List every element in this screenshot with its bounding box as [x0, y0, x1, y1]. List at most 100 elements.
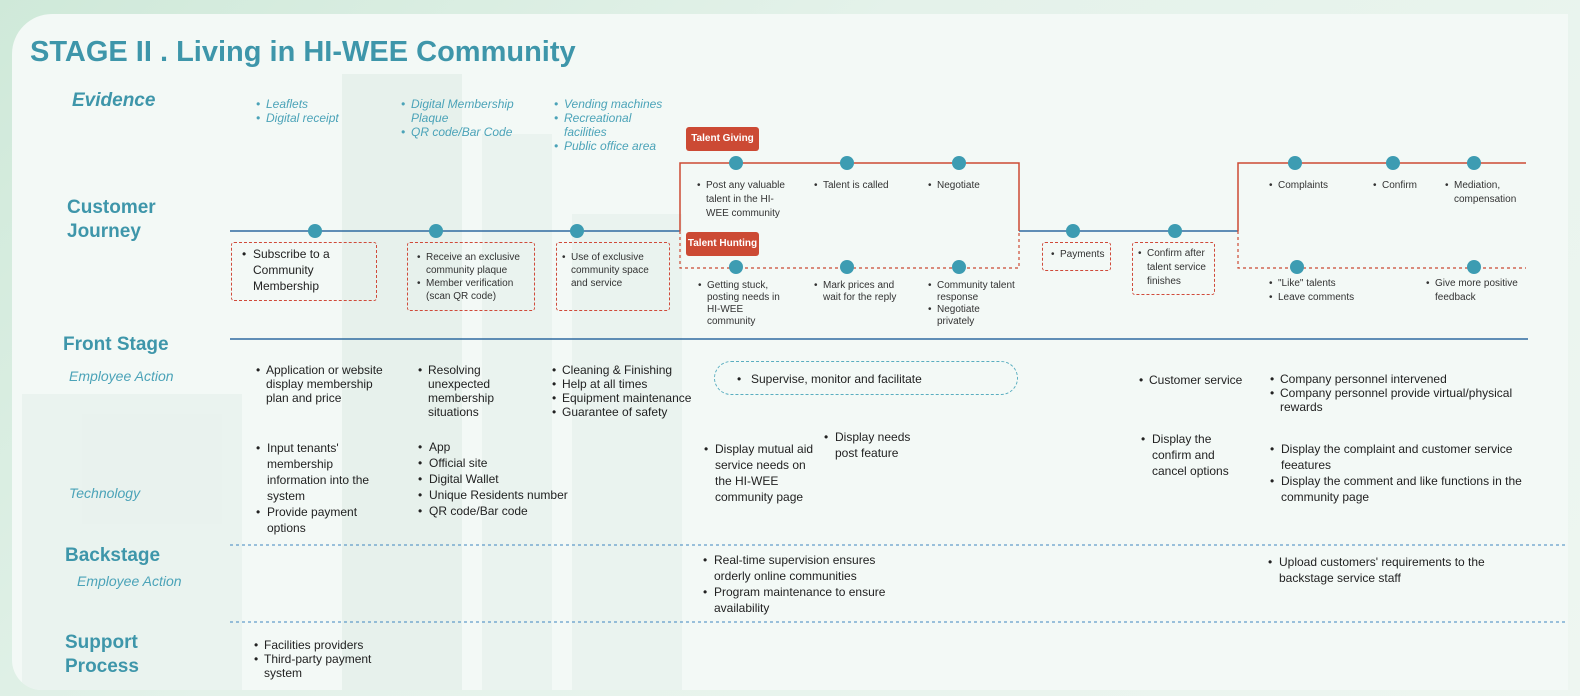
tech-col5: Display the confirm and cancel options [1141, 431, 1241, 479]
journey-step: Getting stuck, posting needs in HI-WEE c… [698, 280, 794, 328]
journey-dot [1386, 156, 1400, 170]
supervise-box: • Supervise, monitor and facilitate [714, 361, 1018, 395]
giving-step-1: Post any valuable talent in the HI-WEE c… [697, 179, 793, 221]
front-action-item: Cleaning & Finishing [552, 363, 702, 377]
like-step: "Like" talents Leave comments [1269, 277, 1379, 305]
backstage-item: Program maintenance to ensure availabili… [703, 584, 903, 616]
tech-col6: Display the complaint and customer servi… [1270, 441, 1530, 505]
journey-box [407, 242, 535, 311]
tech-item: Display the complaint and customer servi… [1270, 441, 1530, 473]
tech-item: Display mutual aid service needs on the … [704, 441, 814, 505]
journey-dot [729, 156, 743, 170]
journey-dot [1288, 156, 1302, 170]
journey-dot [1467, 156, 1481, 170]
tech-item: Digital Wallet [418, 471, 588, 487]
journey-dot [1467, 260, 1481, 274]
support-item: Third-party payment system [254, 652, 394, 680]
row-label-backstage: Backstage [65, 545, 161, 566]
journey-dot [570, 224, 584, 238]
feedback-path [1237, 231, 1526, 269]
evidence-col3: Vending machines Recreational facilities… [554, 97, 674, 153]
front-action-item: Company personnel provide virtual/physic… [1270, 386, 1540, 414]
complaints-step: Complaints [1269, 179, 1359, 192]
journey-step: Use of exclusive community space and ser… [562, 251, 666, 290]
journey-step: Confirm after talent service finishes [1138, 247, 1212, 289]
journey-dot [729, 260, 743, 274]
front-action-col2: Resolving unexpected membership situatio… [418, 363, 518, 419]
row-label-customer-journey: Customer Journey [67, 197, 156, 242]
journey-step: Negotiate privately [928, 304, 1018, 328]
tech-item: Display needs post feature [824, 429, 914, 461]
front-action-item: Help at all times [552, 377, 702, 391]
journey-dot [952, 156, 966, 170]
journey-box [556, 242, 670, 311]
front-action-col3: Cleaning & Finishing Help at all times E… [552, 363, 702, 419]
backstage-item: Real-time supervision ensures orderly on… [703, 552, 903, 584]
journey-subscribe: Subscribe to a Community Membership [242, 246, 372, 294]
journey-dot [840, 156, 854, 170]
evidence-item: QR code/Bar Code [401, 125, 529, 139]
journey-step: "Like" talents [1269, 277, 1379, 291]
tech-item: App [418, 439, 588, 455]
journey-step: Give more positive feedback [1426, 277, 1526, 305]
journey-step: Mark prices and wait for the reply [814, 280, 904, 304]
front-action-item: Company personnel intervened [1270, 372, 1540, 386]
journey-receive: Receive an exclusive community plaque Me… [417, 251, 531, 303]
support-col1: Facilities providers Third-party payment… [254, 638, 394, 680]
giving-step-3: Negotiate [928, 179, 1018, 192]
journey-step: Confirm [1373, 179, 1433, 192]
journey-dot [429, 224, 443, 238]
journey-step: Complaints [1269, 179, 1359, 192]
mediation-step: Mediation, compensation [1445, 179, 1535, 207]
front-action-col1: Application or website display membershi… [256, 363, 386, 405]
journey-step: Post any valuable talent in the HI-WEE c… [697, 179, 793, 221]
journey-step: Talent is called [814, 179, 924, 192]
journey-payments: Payments [1051, 248, 1111, 261]
talent-giving-tag: Talent Giving [686, 127, 759, 151]
evidence-item: Digital receipt [256, 111, 376, 125]
journey-step: Payments [1051, 248, 1111, 261]
front-action-item: Customer service [1139, 373, 1259, 387]
evidence-item: Recreational facilities [554, 111, 674, 139]
backstage-item: Upload customers' requirements to the ba… [1268, 554, 1488, 586]
journey-dot [840, 260, 854, 274]
hunting-step-2: Mark prices and wait for the reply [814, 280, 904, 304]
tech-col2: App Official site Digital Wallet Unique … [418, 439, 588, 519]
journey-dot [952, 260, 966, 274]
backstage-col2: Upload customers' requirements to the ba… [1268, 554, 1488, 586]
page-title: STAGE II . Living in HI-WEE Community [30, 36, 576, 68]
bg-building [572, 214, 682, 690]
front-action-item: Equipment maintenance [552, 391, 702, 405]
front-action-customer-service: Customer service [1139, 373, 1259, 387]
front-action-company: Company personnel intervened Company per… [1270, 372, 1540, 414]
supervise-label: Supervise, monitor and facilitate [751, 372, 922, 386]
evidence-col2: Digital Membership Plaque QR code/Bar Co… [401, 97, 529, 139]
journey-box [231, 242, 377, 301]
journey-dot [1066, 224, 1080, 238]
blueprint-panel [12, 14, 1568, 690]
bg-window [82, 414, 222, 524]
talent-hunting-tag: Talent Hunting [686, 232, 759, 256]
journey-box [1132, 242, 1215, 295]
row-label-support-process: Support Process [65, 632, 139, 677]
tech-item: Official site [418, 455, 588, 471]
journey-step: Negotiate [928, 179, 1018, 192]
journey-step: Mediation, compensation [1445, 179, 1535, 207]
front-action-item: Guarantee of safety [552, 405, 702, 419]
tech-col4: Display needs post feature [824, 429, 914, 461]
tech-col3: Display mutual aid service needs on the … [704, 441, 814, 505]
hunting-step-1: Getting stuck, posting needs in HI-WEE c… [698, 280, 794, 328]
feedback-step: Give more positive feedback [1426, 277, 1526, 305]
tech-item: Unique Residents number [418, 487, 588, 503]
tech-item: Provide payment options [256, 504, 384, 536]
tech-col1: Input tenants' membership information in… [256, 440, 384, 536]
row-label-evidence: Evidence [72, 90, 156, 111]
hunting-step-3: Community talent response Negotiate priv… [928, 280, 1018, 328]
journey-confirm-after: Confirm after talent service finishes [1138, 247, 1212, 289]
tech-item: Input tenants' membership information in… [256, 440, 384, 504]
tech-item: Display the confirm and cancel options [1141, 431, 1241, 479]
journey-step: Leave comments [1269, 291, 1379, 305]
row-sublabel-front-employee-action: Employee Action [69, 368, 174, 384]
giving-step-2: Talent is called [814, 179, 924, 192]
tech-item: QR code/Bar code [418, 503, 588, 519]
